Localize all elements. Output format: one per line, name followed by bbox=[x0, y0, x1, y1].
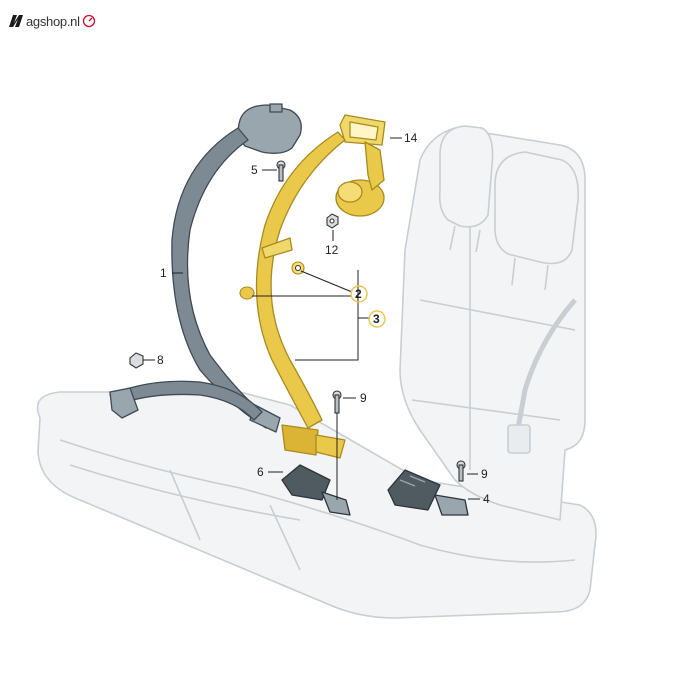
belt-center-highlighted bbox=[255, 114, 386, 459]
leader-lines bbox=[143, 137, 480, 500]
nut-8 bbox=[129, 352, 144, 369]
bolt-9-center bbox=[332, 390, 342, 414]
callout-9-right: 9 bbox=[481, 467, 488, 481]
nut-2a bbox=[291, 261, 305, 275]
callout-1: 1 bbox=[160, 266, 167, 280]
headrest-right bbox=[494, 151, 579, 265]
callout-3: 3 bbox=[373, 312, 380, 326]
lower-anchor-left bbox=[109, 387, 139, 419]
callout-5: 5 bbox=[251, 163, 258, 177]
nut-12 bbox=[326, 213, 339, 229]
brand-logo[interactable]: agshop.nl bbox=[8, 10, 96, 32]
headrest-left bbox=[438, 125, 494, 228]
buckles bbox=[281, 464, 469, 516]
seat-cushion bbox=[36, 391, 597, 619]
nut-2b bbox=[239, 286, 255, 300]
bolt-9-right bbox=[456, 460, 466, 482]
callout-8: 8 bbox=[157, 353, 164, 367]
buckle-4 bbox=[387, 469, 469, 516]
belt-buckle-3 bbox=[281, 424, 319, 456]
hardware bbox=[129, 160, 466, 482]
buckle-6 bbox=[281, 464, 351, 516]
callout-12: 12 bbox=[325, 243, 339, 257]
rear-seat bbox=[36, 125, 597, 619]
brand-mark-icon bbox=[9, 15, 23, 27]
callout-9-center: 9 bbox=[360, 391, 367, 405]
callout-14: 14 bbox=[404, 131, 418, 145]
callout-4: 4 bbox=[483, 492, 490, 506]
belt-left-grey bbox=[109, 103, 302, 433]
bolt-5 bbox=[276, 160, 286, 182]
callout-2: 2 bbox=[355, 287, 362, 301]
callout-6: 6 bbox=[257, 465, 264, 479]
brand-name: agshop.nl bbox=[26, 13, 80, 29]
callout-labels: 14 5 12 1 2 3 8 9 6 9 4 bbox=[157, 131, 490, 506]
callout-highlights bbox=[350, 285, 386, 328]
speedometer-icon bbox=[82, 14, 95, 28]
